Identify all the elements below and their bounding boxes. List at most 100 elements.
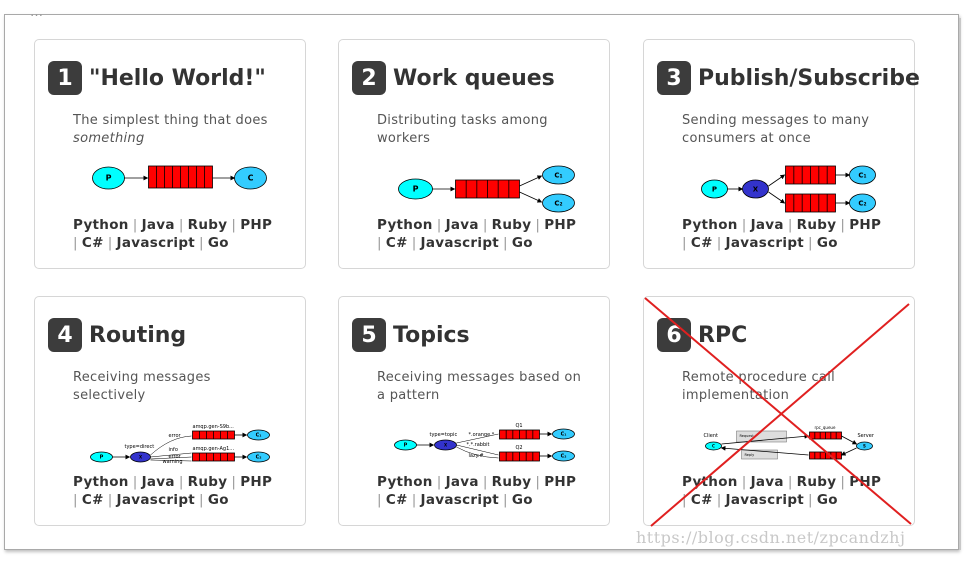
lang-link-php[interactable]: PHP <box>544 474 577 490</box>
svg-text:S: S <box>863 443 866 448</box>
lang-link-csharp[interactable]: C# <box>385 235 408 251</box>
lang-link-java[interactable]: Java <box>141 217 175 233</box>
lang-link-go[interactable]: Go <box>511 492 533 508</box>
card-description: Sending messages to many consumers at on… <box>682 112 892 148</box>
lang-link-csharp[interactable]: C# <box>81 492 104 508</box>
lang-link-csharp[interactable]: C# <box>81 235 104 251</box>
card-heading[interactable]: 1 "Hello World!" <box>48 61 266 95</box>
card-heading[interactable]: 4 Routing <box>48 318 186 352</box>
lang-link-ruby[interactable]: Ruby <box>187 474 228 490</box>
lang-link-go[interactable]: Go <box>207 492 229 508</box>
card-title[interactable]: "Hello World!" <box>89 65 266 91</box>
svg-text:type=topic: type=topic <box>430 432 458 438</box>
lang-separator: | <box>808 235 813 251</box>
lang-link-java[interactable]: Java <box>750 474 784 490</box>
lang-link-ruby[interactable]: Ruby <box>796 474 837 490</box>
lang-link-python[interactable]: Python <box>682 217 738 233</box>
lang-separator: | <box>73 235 78 251</box>
lang-link-go[interactable]: Go <box>816 492 838 508</box>
card-description-text: Receiving messages selectively <box>73 370 211 403</box>
lang-link-csharp[interactable]: C# <box>690 492 713 508</box>
card-title[interactable]: Routing <box>89 322 187 348</box>
lang-link-ruby[interactable]: Ruby <box>491 474 532 490</box>
lang-link-php[interactable]: PHP <box>240 217 273 233</box>
language-links: Python|Java|Ruby|PHP|C#|Javascript|Go <box>73 216 298 252</box>
svg-text:C₂: C₂ <box>554 199 562 207</box>
svg-text:P: P <box>404 443 408 449</box>
lang-separator: | <box>741 474 747 490</box>
lang-separator: | <box>107 492 113 508</box>
lang-link-ruby[interactable]: Ruby <box>796 217 837 233</box>
lang-link-javascript[interactable]: Javascript <box>116 492 196 508</box>
svg-text:type=direct: type=direct <box>125 444 155 450</box>
lang-link-javascript[interactable]: Javascript <box>725 235 805 251</box>
card-title[interactable]: Work queues <box>393 65 555 91</box>
language-links: Python|Java|Ruby|PHP|C#|Javascript|Go <box>682 216 907 252</box>
lang-link-php[interactable]: PHP <box>849 217 882 233</box>
card-description-text: Distributing tasks among workers <box>377 113 548 146</box>
card-description-text: The simplest thing that does <box>73 113 268 128</box>
lang-link-javascript[interactable]: Javascript <box>420 235 500 251</box>
card-title[interactable]: Publish/Subscribe <box>698 65 920 91</box>
svg-text:X: X <box>753 185 759 193</box>
svg-text:C: C <box>712 443 715 448</box>
step-number-badge: 4 <box>48 318 82 352</box>
lang-separator: | <box>682 492 687 508</box>
lang-link-csharp[interactable]: C# <box>385 492 408 508</box>
lang-link-javascript[interactable]: Javascript <box>116 235 196 251</box>
lang-link-python[interactable]: Python <box>73 474 129 490</box>
card-title[interactable]: RPC <box>698 322 748 348</box>
card-heading[interactable]: 3 Publish/Subscribe <box>657 61 920 95</box>
lang-separator: | <box>199 492 204 508</box>
svg-text:P: P <box>413 185 419 194</box>
lang-link-python[interactable]: Python <box>682 474 738 490</box>
svg-text:Q2: Q2 <box>516 445 523 451</box>
card-title[interactable]: Topics <box>393 322 470 348</box>
lang-link-javascript[interactable]: Javascript <box>420 492 500 508</box>
lang-link-go[interactable]: Go <box>207 235 229 251</box>
svg-text:amqp.gen-S9b...: amqp.gen-S9b... <box>193 424 235 430</box>
lang-link-ruby[interactable]: Ruby <box>491 217 532 233</box>
lang-link-python[interactable]: Python <box>377 217 433 233</box>
lang-link-php[interactable]: PHP <box>240 474 273 490</box>
language-links: Python|Java|Ruby|PHP|C#|Javascript|Go <box>377 473 602 509</box>
lang-link-ruby[interactable]: Ruby <box>187 217 228 233</box>
step-number-badge: 1 <box>48 61 82 95</box>
card-description: Remote procedure call implementation <box>682 369 892 405</box>
language-links: Python|Java|Ruby|PHP|C#|Javascript|Go <box>73 473 298 509</box>
lang-link-java[interactable]: Java <box>445 217 479 233</box>
lang-separator: | <box>231 474 237 490</box>
lang-link-php[interactable]: PHP <box>849 474 882 490</box>
lang-link-java[interactable]: Java <box>141 474 175 490</box>
lang-link-javascript[interactable]: Javascript <box>725 492 805 508</box>
lang-link-python[interactable]: Python <box>377 474 433 490</box>
lang-link-java[interactable]: Java <box>445 474 479 490</box>
lang-separator: | <box>535 474 541 490</box>
svg-text:Client: Client <box>704 433 719 439</box>
svg-text:C: C <box>248 174 254 183</box>
lang-separator: | <box>178 217 184 233</box>
lang-link-java[interactable]: Java <box>750 217 784 233</box>
lang-link-go[interactable]: Go <box>816 235 838 251</box>
card-heading[interactable]: 5 Topics <box>352 318 470 352</box>
svg-text:*.*.rabbit: *.*.rabbit <box>467 442 490 448</box>
language-links: Python|Java|Ruby|PHP|C#|Javascript|Go <box>682 473 907 509</box>
lang-link-go[interactable]: Go <box>511 235 533 251</box>
svg-text:X: X <box>444 442 447 447</box>
lang-separator: | <box>436 474 442 490</box>
lang-separator: | <box>411 492 417 508</box>
lang-link-php[interactable]: PHP <box>544 217 577 233</box>
tutorial-card-1: 1 "Hello World!" The simplest thing that… <box>34 39 306 269</box>
card-heading[interactable]: 2 Work queues <box>352 61 555 95</box>
lang-separator: | <box>503 492 508 508</box>
lang-link-python[interactable]: Python <box>73 217 129 233</box>
lang-link-csharp[interactable]: C# <box>690 235 713 251</box>
card-heading[interactable]: 6 RPC <box>657 318 747 352</box>
